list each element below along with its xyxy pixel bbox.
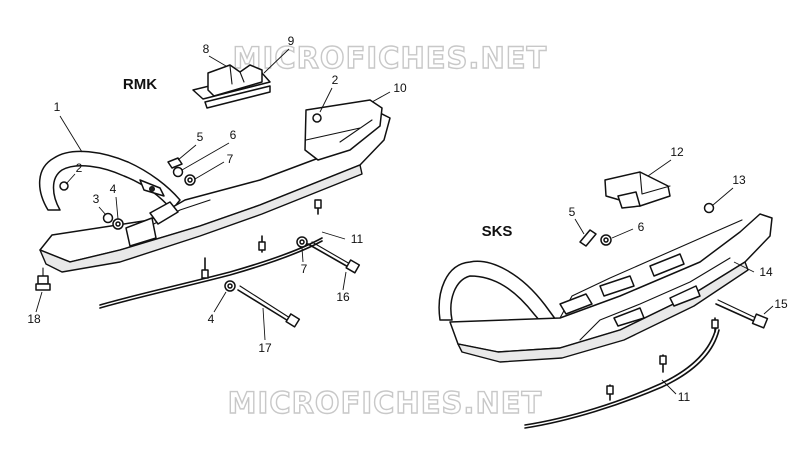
watermark-bottom: MICROFICHES.NET [228,386,543,420]
rmk-assembly: RMK [27,34,407,355]
rmk-nut-3-icon [102,212,114,224]
rmk-callouts: 1 2 3 4 5 6 7 8 9 2 10 11 7 16 [27,34,407,355]
callout-14: 14 [759,265,773,279]
callout-2a: 2 [76,161,83,175]
rmk-saddle-block [192,64,271,109]
callout-10: 10 [393,81,407,95]
callout-7b: 7 [301,262,308,276]
callout-5-sks: 5 [569,205,576,219]
rmk-bolt-17-icon [237,285,301,328]
sks-wear-rod [524,317,720,429]
rmk-hardware [35,113,361,328]
callout-3: 3 [93,192,100,206]
callout-11-sks: 11 [678,390,691,404]
callout-5: 5 [197,130,204,144]
callout-9: 9 [288,34,295,48]
callout-4b: 4 [208,312,215,326]
callout-13: 13 [732,173,746,187]
callout-4a: 4 [110,182,117,196]
sks-ski-body [438,213,773,363]
rmk-castle-nut-6-icon [172,166,184,178]
callout-7a: 7 [227,152,234,166]
sks-hardware [579,202,769,329]
callout-18: 18 [27,312,41,326]
callout-2b: 2 [332,73,339,87]
section-label-rmk: RMK [123,76,157,93]
rmk-nut-2-icon [312,113,322,123]
callout-8: 8 [203,42,210,56]
sks-cotter-pin-5-icon [579,229,597,247]
rmk-plunger-18-icon [35,267,51,291]
sks-callouts: 5 6 12 13 14 15 11 [569,145,788,404]
rmk-wear-rod [99,199,323,309]
callout-1: 1 [54,100,61,114]
rmk-cotter-pin-5-icon [167,157,183,169]
callout-6-sks: 6 [638,220,645,234]
callout-6: 6 [230,128,237,142]
sks-saddle-block [604,171,671,209]
sks-nut-13-icon [703,202,715,214]
callout-11-rmk: 11 [351,232,364,246]
callout-15: 15 [774,297,788,311]
rmk-handle-loop [38,150,181,211]
sks-bolt-15-icon [715,299,769,329]
callout-16: 16 [336,290,350,304]
sks-assembly: SKS [438,145,788,429]
watermark-top: MICROFICHES.NET [233,41,548,75]
rmk-bolt-16-icon [307,241,361,274]
callout-17: 17 [258,341,272,355]
section-label-sks: SKS [482,223,513,240]
callout-12: 12 [670,145,684,159]
rmk-ski-body [39,99,391,273]
